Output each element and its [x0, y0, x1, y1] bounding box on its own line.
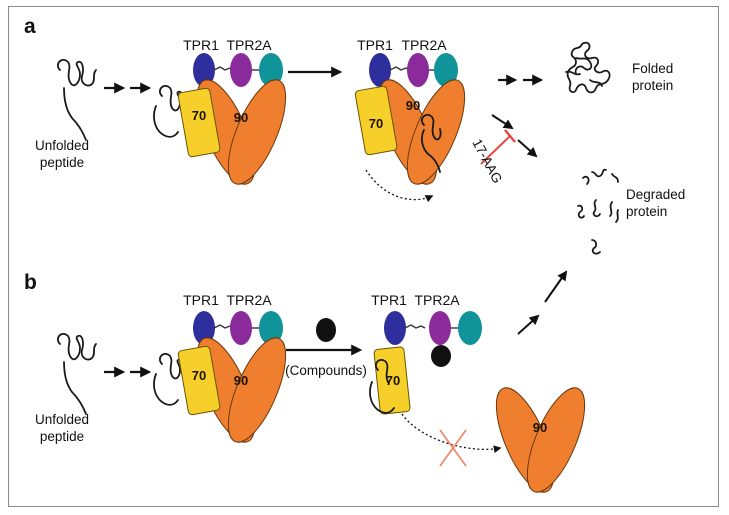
hsp90-label-free: 90 [533, 420, 547, 435]
compound-bound [431, 345, 451, 367]
tpr2a-domain-b1 [230, 311, 252, 345]
folded-protein [565, 41, 611, 94]
folded-label-line2: protein [632, 78, 673, 93]
unfolded-label-a-line2: peptide [40, 155, 84, 170]
arrow-degrade-a1 [491, 114, 514, 130]
inhibitor-label: 17-AAG [469, 136, 505, 185]
tpr1-domain-b1 [193, 311, 215, 345]
blocked-arrow [401, 413, 502, 454]
tpr2a-domain-b2 [429, 311, 451, 345]
client-in-complex-a2 [420, 113, 442, 173]
release-arrow-a [365, 169, 434, 203]
degraded-label-line2: protein [626, 204, 667, 219]
hsp90-right-free [526, 387, 586, 493]
tpr1-label-a2: TPR1 [357, 37, 393, 53]
degraded-protein [577, 168, 619, 255]
compound-dot [316, 318, 336, 342]
unfolded-peptide-a [56, 58, 97, 141]
hsp90-label-a1: 90 [234, 110, 248, 125]
tpr2a-label-a2: TPR2A [401, 37, 447, 53]
hsp70-label-b1: 70 [192, 368, 206, 383]
bound-peptide-a [153, 84, 185, 138]
tpr1-label-a1: TPR1 [183, 37, 219, 53]
hop-complex-a1: TPR1 TPR2A 90 70 [177, 37, 287, 185]
hsp70-label-b2: 70 [386, 373, 400, 388]
hsp70-b2 [373, 346, 411, 415]
c-domain-a2 [434, 53, 458, 87]
c-domain-b1 [259, 311, 283, 345]
tpr1-domain-b2 [384, 311, 406, 345]
compounds-label: (Compounds) [285, 363, 367, 378]
hsp90-right-b1 [227, 337, 287, 443]
bound-peptide-b2 [369, 358, 395, 414]
degraded-label-line1: Degraded [626, 187, 685, 202]
c-domain-a1 [259, 53, 283, 87]
tpr1-domain-a1 [193, 53, 215, 87]
tpr2a-domain-a1 [230, 53, 252, 87]
inhibitor-bar [504, 129, 516, 143]
unfolded-label-b-line1: Unfolded [35, 412, 89, 427]
hsp90-label-a2: 90 [406, 98, 420, 113]
hsp70-b1 [177, 345, 221, 416]
free-hsp90: 90 [495, 387, 586, 493]
figure-border [8, 6, 719, 507]
unfolded-label-b-line2: peptide [40, 429, 84, 444]
inhibitor-line [480, 135, 511, 165]
hsp70-a2 [354, 85, 398, 156]
hop-complex-b2: TPR1 TPR2A 70 [369, 292, 482, 415]
tpr1-label-b2: TPR1 [371, 292, 407, 308]
arrow-degrade-a2 [517, 139, 538, 158]
arrow-degrade-b1 [517, 314, 540, 335]
tpr1-label-b1: TPR1 [183, 292, 219, 308]
hsp70-label-a1: 70 [192, 108, 206, 123]
linker-a2 [389, 66, 411, 71]
hop-complex-a2: TPR1 TPR2A 90 70 [354, 37, 466, 185]
hsp90-right-a2 [406, 79, 466, 185]
hop-complex-b1: TPR1 TPR2A 90 70 [177, 292, 287, 443]
hsp70-a1 [177, 87, 221, 158]
arrow-degrade-b2 [544, 270, 568, 303]
hsp90-right-a1 [227, 79, 287, 185]
unfolded-peptide-b [56, 332, 97, 415]
tpr2a-domain-a2 [407, 53, 429, 87]
block-cross-2 [439, 429, 467, 467]
hsp70-label-a2: 70 [369, 116, 383, 131]
tpr1-domain-a2 [369, 53, 391, 87]
tpr2a-label-a1: TPR2A [226, 37, 272, 53]
panel-b-letter: b [24, 271, 37, 294]
panel-a-letter: a [24, 15, 36, 38]
folded-label-line1: Folded [632, 61, 673, 76]
tpr2a-label-b1: TPR2A [226, 292, 272, 308]
hsp90-label-b1: 90 [234, 373, 248, 388]
linker-b2 [404, 324, 426, 329]
c-domain-b2 [458, 311, 482, 345]
unfolded-label-a-line1: Unfolded [35, 138, 89, 153]
tpr2a-label-b2: TPR2A [414, 292, 460, 308]
